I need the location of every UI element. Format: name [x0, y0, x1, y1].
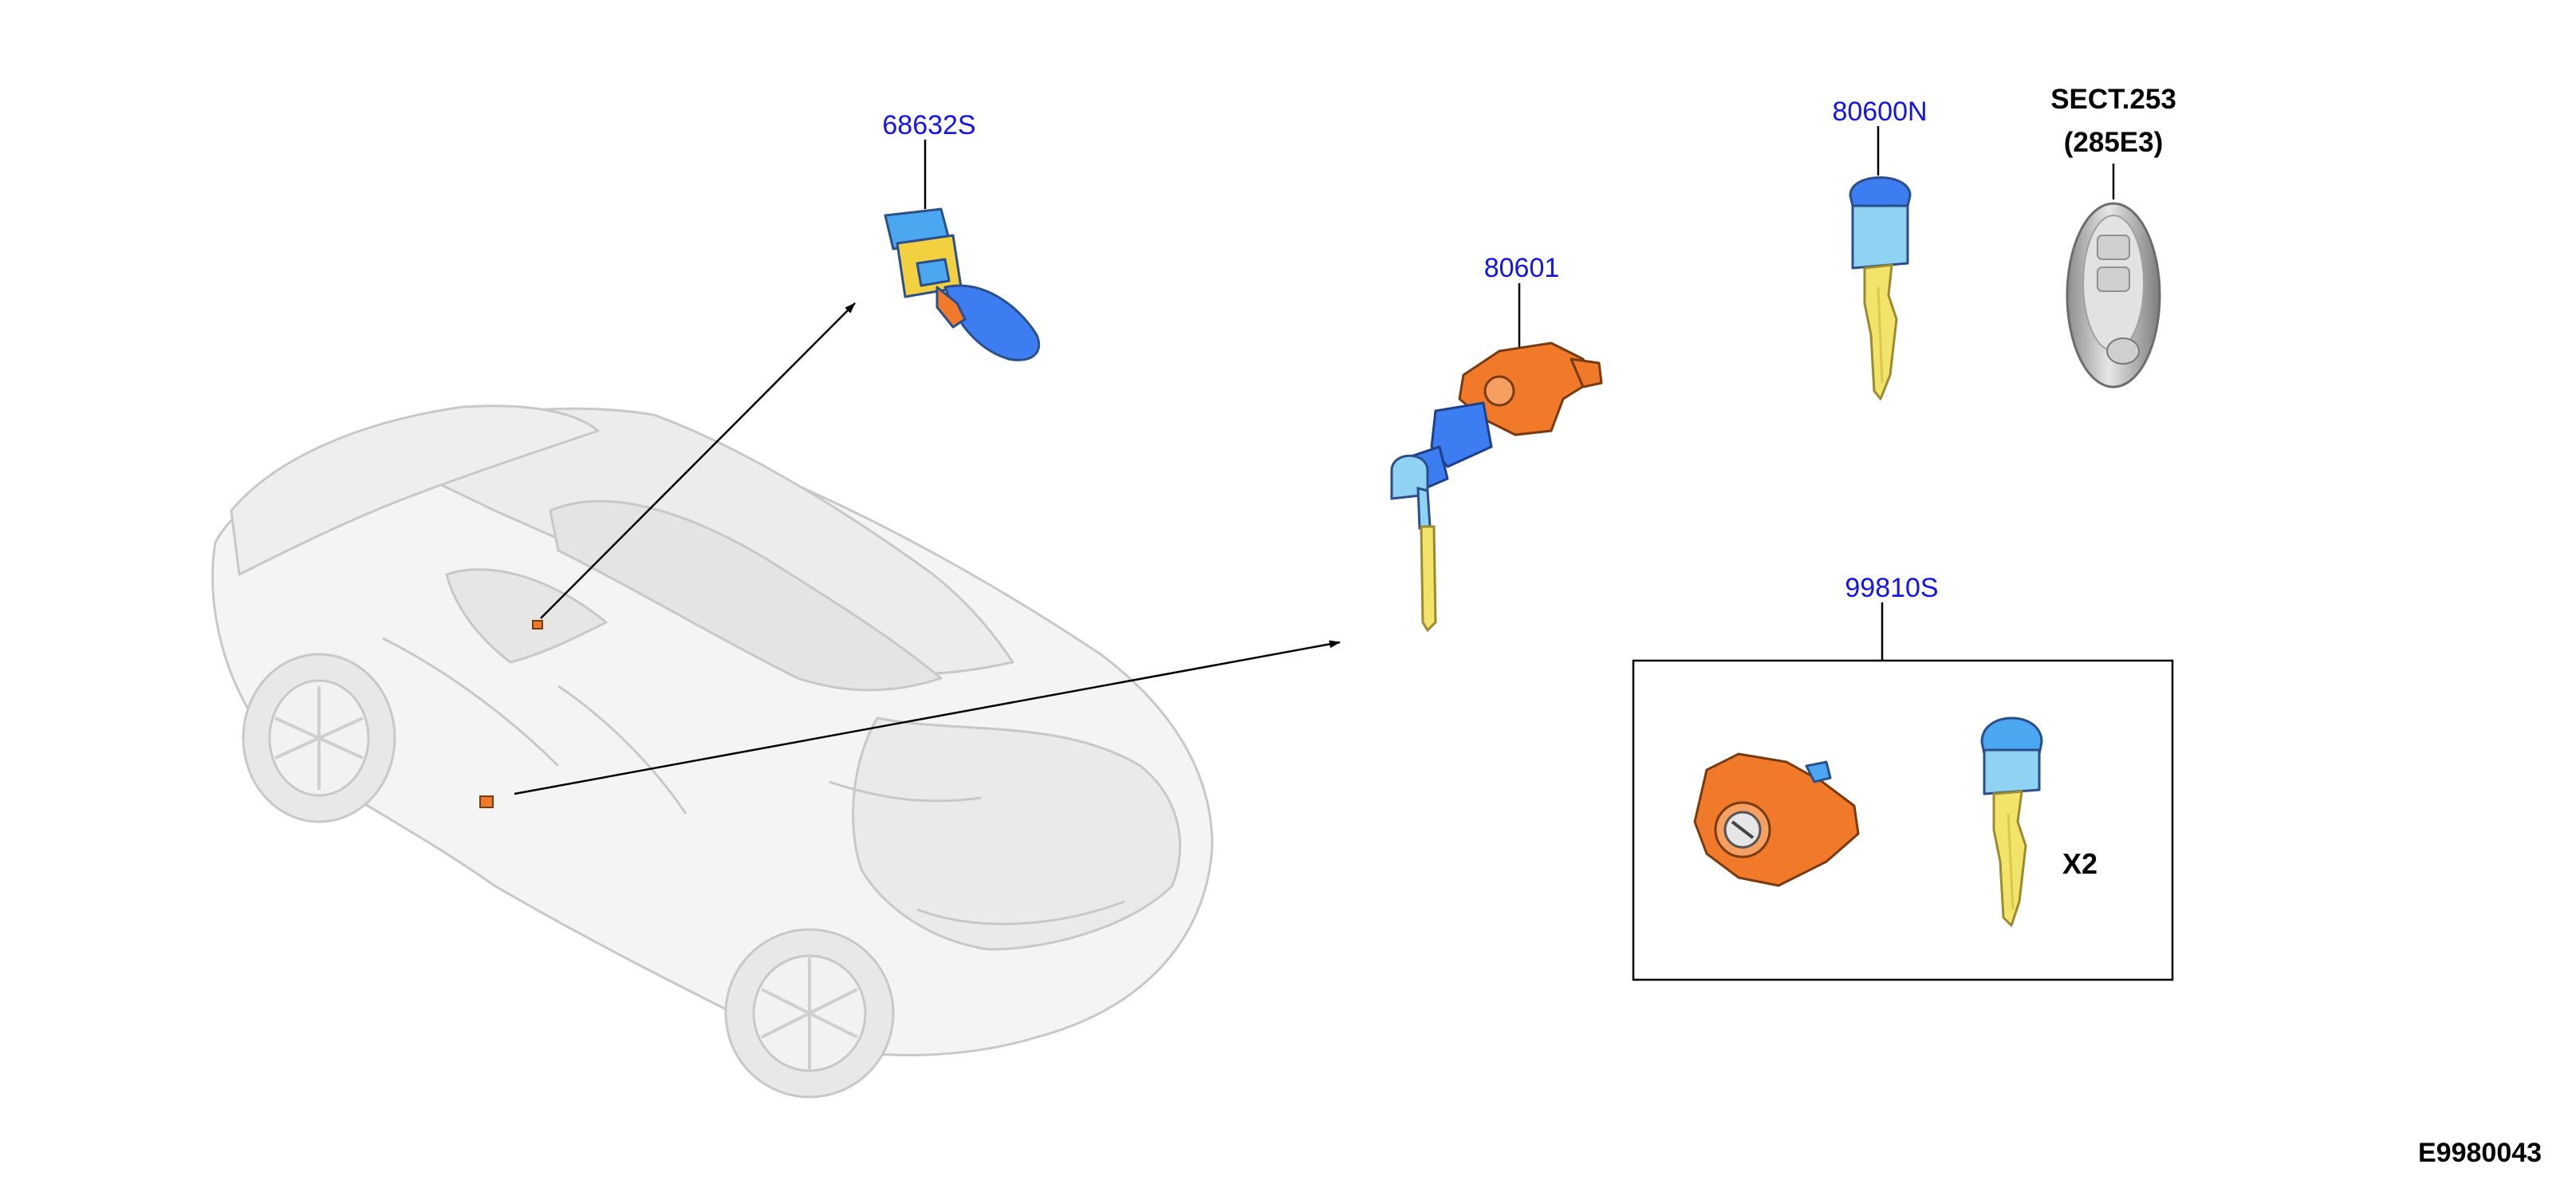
key-icon — [1849, 176, 1912, 401]
ignition-lock-icon — [1402, 341, 1603, 492]
rear-wheel — [242, 653, 396, 823]
part-number-99810S[interactable]: 99810S — [1845, 573, 1939, 603]
arrow-to-ignition-lock — [514, 640, 1341, 795]
front-wheel — [724, 928, 895, 1099]
kit-lock-cylinder-icon — [1693, 752, 1860, 887]
smart-key-fob-icon — [2066, 202, 2161, 389]
figure-code: E9980043 — [2418, 1138, 2543, 1168]
part-number-68632S[interactable]: 68632S — [882, 110, 976, 140]
part-number-80601[interactable]: 80601 — [1483, 253, 1560, 283]
section-reference: SECT.253 — [2050, 84, 2176, 115]
door-lock-location-mark — [532, 620, 543, 629]
ignition-lock-location-mark — [479, 795, 494, 808]
kit-key-icon — [1980, 716, 2043, 927]
section-reference-code: (285E3) — [2063, 127, 2164, 158]
arrow-to-door-lock — [540, 302, 856, 619]
quantity-note: X2 — [2062, 847, 2098, 880]
vehicle-illustration — [211, 405, 1214, 1099]
kit-frame — [1632, 659, 2174, 981]
ignition-key-icon — [1390, 454, 1437, 633]
door-lock-cylinder-icon — [884, 207, 1040, 361]
part-number-80600N[interactable]: 80600N — [1832, 97, 1928, 127]
